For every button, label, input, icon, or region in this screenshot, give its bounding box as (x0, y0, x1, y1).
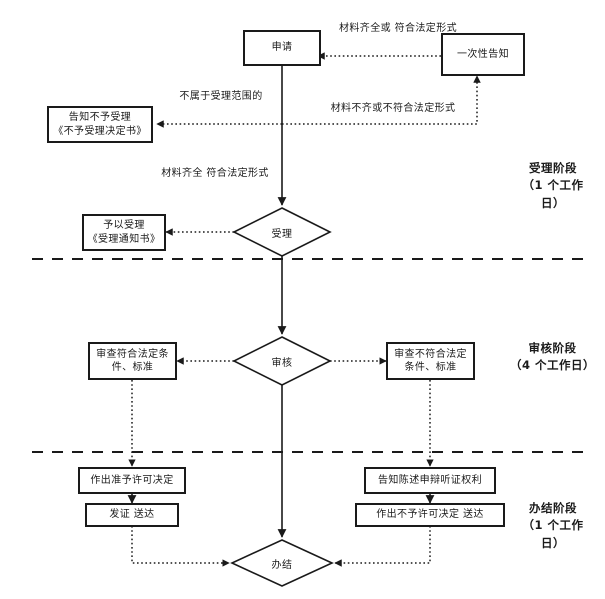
stage-label-completion-name: 办结阶段 (529, 501, 577, 515)
node-reject-notice[interactable]: 告知不予受理 《不予受理决定书》 (47, 106, 153, 143)
node-complete-decision-label: 办结 (271, 559, 293, 571)
edge-label-materials-complete-legal-line1: 材料齐全 (161, 168, 203, 179)
stage-label-acceptance-duration-line1: （1 个工作 (522, 178, 584, 193)
node-review-pass-line1: 审查符合法定条 (96, 348, 169, 360)
stage-label-completion: 办结阶段 （1 个工作 日） (505, 500, 601, 552)
stage-label-acceptance-duration-line2: 日） (541, 195, 565, 210)
complete-diamond-shape (230, 539, 334, 587)
edge-issue-to-complete (131, 526, 230, 567)
node-grant-decision-label: 作出准予许可决定 (90, 474, 174, 486)
edge-deny-to-complete (334, 526, 431, 567)
node-accept-decision-label: 受理 (271, 228, 293, 240)
node-review-decision-label: 审核 (271, 357, 293, 369)
node-complete-decision[interactable]: 办结 (232, 540, 332, 586)
node-apply-label: 申请 (271, 42, 293, 54)
stage-label-completion-duration-line2: 日） (541, 535, 565, 550)
edge-label-materials-complete-legal-line2: 符合法定形式 (206, 168, 269, 179)
node-deny-decision-label: 作出不予许可决定 送达 (376, 509, 484, 521)
edge-label-materials-complete-or-legal-line1: 材料齐全或 (339, 23, 391, 34)
node-review-decision[interactable]: 审核 (234, 337, 330, 385)
node-reject-notice-line1: 告知不予受理 (68, 112, 132, 123)
node-accept-notice-line2: 《受理通知书》 (87, 233, 161, 245)
node-review-fail-line1: 审查不符合法定 (394, 348, 467, 360)
node-review-pass-line2: 件、标准 (111, 362, 154, 373)
node-grant-decision[interactable]: 作出准予许可决定 (78, 467, 186, 494)
node-reject-notice-line2: 《不予受理决定书》 (53, 125, 147, 137)
node-deny-decision[interactable]: 作出不予许可决定 送达 (355, 503, 505, 527)
node-one-time-notice-label: 一次性告知 (457, 48, 509, 60)
node-hearing-rights-label: 告知陈述申辩听证权利 (378, 474, 482, 486)
edge-apply-to-notice (282, 75, 481, 125)
node-review-fail[interactable]: 审查不符合法定 条件、标准 (386, 342, 475, 380)
edge-label-materials-complete-or-legal: 材料齐全或 符合法定形式 (338, 22, 458, 36)
node-review-fail-line2: 条件、标准 (404, 362, 457, 373)
stage-label-review-duration-line1: （4 个工作日） (509, 358, 595, 373)
node-apply[interactable]: 申请 (243, 30, 321, 66)
stage-label-completion-duration-line1: （1 个工作 (522, 518, 584, 533)
node-accept-notice[interactable]: 予以受理 《受理通知书》 (82, 214, 166, 251)
node-one-time-notice[interactable]: 一次性告知 (441, 33, 525, 76)
node-issue-deliver-label: 发证 送达 (109, 509, 155, 521)
stage-label-review-name: 审核阶段 (528, 341, 577, 355)
edge-label-out-of-scope: 不属于受理范围的 (166, 90, 276, 104)
stage-label-review: 审核阶段 （4 个工作日） (500, 340, 605, 375)
node-accept-decision[interactable]: 受理 (234, 208, 330, 256)
node-accept-notice-line1: 予以受理 (103, 220, 145, 231)
node-review-pass[interactable]: 审查符合法定条 件、标准 (88, 342, 177, 380)
edge-label-materials-complete-or-legal-line2: 符合法定形式 (394, 23, 457, 34)
edge-label-materials-complete-legal: 材料齐全 符合法定形式 (160, 167, 270, 181)
stage-label-acceptance-name: 受理阶段 (529, 161, 577, 175)
edge-label-materials-incomplete-line1: 材料不齐或不符合法定形式 (330, 103, 456, 114)
edge-label-materials-incomplete: 材料不齐或不符合法定形式 (303, 102, 483, 116)
edge-label-out-of-scope-line1: 不属于受理范围的 (179, 91, 263, 102)
node-hearing-rights[interactable]: 告知陈述申辩听证权利 (364, 467, 496, 494)
stage-label-acceptance: 受理阶段 （1 个工作 日） (505, 160, 601, 212)
node-issue-deliver[interactable]: 发证 送达 (85, 503, 179, 527)
